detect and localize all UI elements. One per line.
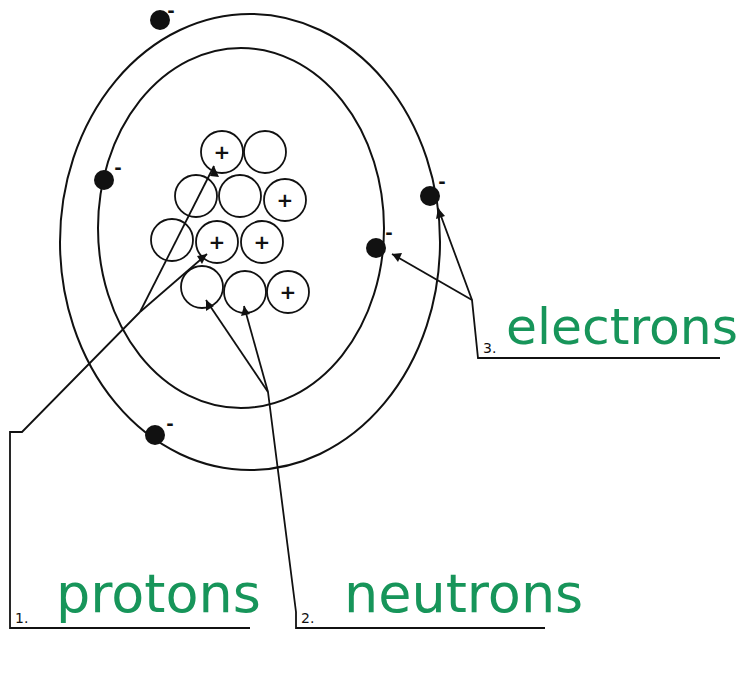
callout-number: 2.	[301, 610, 314, 627]
answer-label: electrons	[506, 297, 738, 357]
nucleus	[151, 131, 309, 313]
leader-line	[244, 306, 268, 392]
answer-label: neutrons	[344, 562, 583, 627]
neutron	[244, 131, 286, 173]
proton-charge: +	[277, 188, 294, 212]
arrowhead	[210, 166, 219, 177]
proton	[241, 221, 283, 263]
arrowhead	[197, 254, 207, 264]
electron-charge: -	[385, 222, 392, 244]
proton-charge: +	[254, 230, 271, 254]
proton	[201, 131, 243, 173]
electron	[366, 238, 386, 258]
arrowhead	[436, 208, 445, 219]
neutron	[219, 175, 261, 217]
electron-charge: -	[166, 413, 173, 435]
neutron	[181, 266, 223, 308]
electron	[94, 170, 114, 190]
neutron	[175, 175, 217, 217]
outer-orbit	[60, 14, 440, 470]
electron	[420, 186, 440, 206]
proton-charge: +	[214, 140, 231, 164]
leader-line	[206, 300, 268, 392]
arrowhead	[241, 306, 250, 316]
leader-line	[392, 254, 472, 300]
proton	[267, 271, 309, 313]
arrowhead	[392, 253, 402, 262]
electron-charge: -	[114, 157, 121, 179]
answer-label: protons	[56, 562, 261, 627]
proton	[264, 179, 306, 221]
proton-charge: +	[280, 280, 297, 304]
neutron	[151, 219, 193, 261]
arrowhead	[206, 300, 214, 311]
leader-lines	[10, 166, 720, 628]
electron-charge: -	[167, 0, 174, 22]
callout-number: 1.	[15, 610, 28, 627]
arrowheads	[197, 166, 445, 316]
electron	[150, 10, 170, 30]
callout-number: 3.	[483, 340, 496, 357]
proton	[196, 221, 238, 263]
proton-charge: +	[209, 230, 226, 254]
inner-orbit	[98, 48, 384, 408]
leader-line	[140, 254, 207, 312]
leader-line	[140, 166, 214, 312]
electrons	[94, 10, 440, 445]
electron	[145, 425, 165, 445]
electron-charge: -	[438, 171, 445, 193]
